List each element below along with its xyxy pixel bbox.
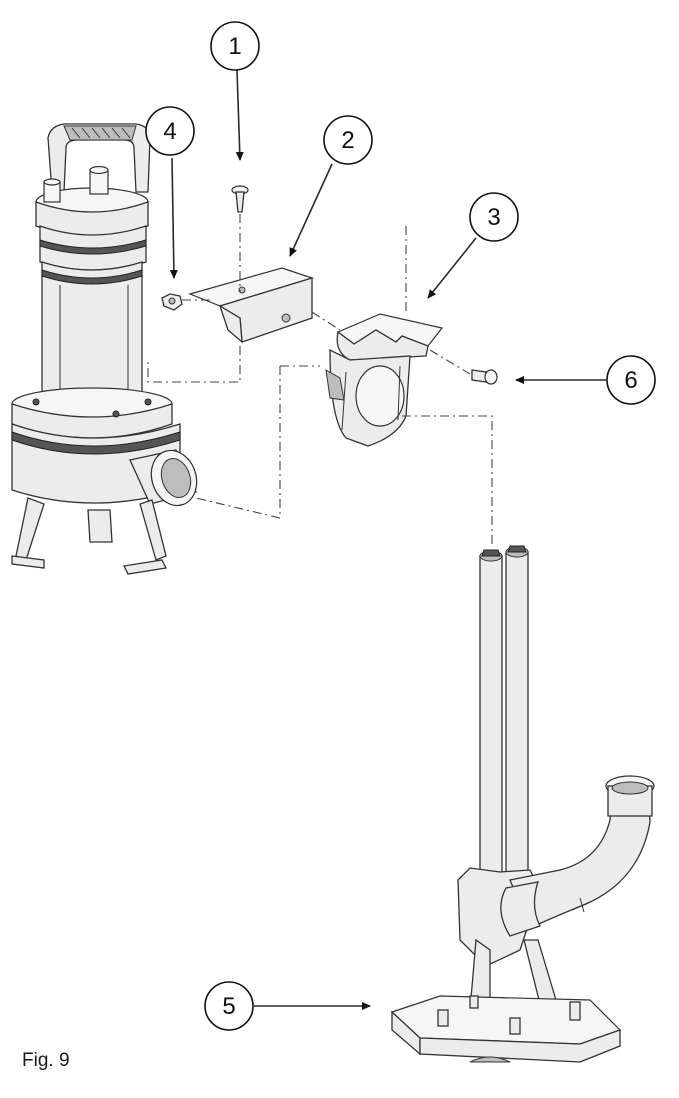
callout-2: 2	[323, 115, 373, 165]
svg-text:4: 4	[163, 118, 176, 145]
leader-arrow-1	[235, 69, 244, 161]
assembly-centerlines	[147, 214, 493, 548]
callout-1: 1	[210, 21, 260, 71]
leader-arrow-2	[289, 163, 333, 257]
svg-text:5: 5	[222, 993, 235, 1020]
guide-claw-part-3	[325, 313, 444, 447]
callout-4: 4	[145, 106, 195, 156]
svg-text:1: 1	[228, 33, 241, 60]
leader-arrows	[169, 69, 606, 1010]
bracket-part-2	[188, 267, 314, 344]
svg-text:3: 3	[487, 204, 500, 231]
leader-arrow-4	[169, 157, 178, 279]
leader-arrow-3	[427, 237, 477, 299]
bolt-part-6	[471, 369, 498, 385]
screw-part-1	[231, 185, 249, 213]
submersible-pump	[11, 123, 198, 575]
callout-3: 3	[469, 192, 519, 242]
svg-text:6: 6	[624, 367, 637, 394]
callout-6: 6	[606, 355, 656, 405]
guide-rails-base-part-5	[390, 545, 655, 1063]
callout-5: 5	[204, 981, 254, 1031]
nut-part-4	[161, 293, 183, 311]
figure-label: Fig. 9	[22, 1050, 70, 1071]
svg-text:2: 2	[341, 127, 354, 154]
